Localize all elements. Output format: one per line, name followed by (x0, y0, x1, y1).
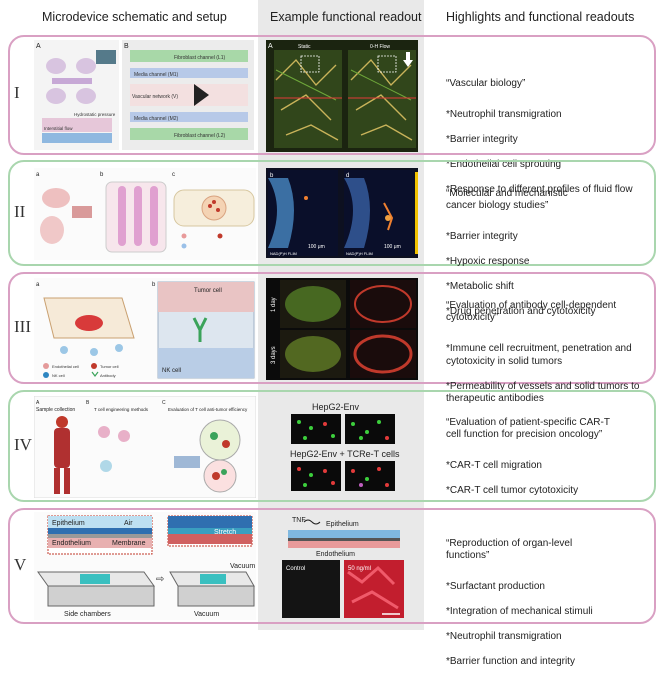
svg-text:Epithelium: Epithelium (326, 521, 359, 528)
svg-text:NK cell: NK cell (162, 368, 181, 374)
readout-lung-inflammation: TNF Epithelium Endothelium Control 50 ng… (282, 517, 404, 618)
header-highlights: Highlights and functional readouts (446, 10, 635, 24)
svg-text:Fibroblast channel (L1): Fibroblast channel (L1) (174, 55, 225, 61)
readout-hepg2-tcre (291, 461, 395, 491)
svg-text:Fibroblast channel (L2): Fibroblast channel (L2) (174, 133, 225, 139)
svg-text:Vacuum: Vacuum (230, 563, 255, 570)
svg-text:Vacuum: Vacuum (194, 611, 219, 618)
svg-text:Tumor cell: Tumor cell (194, 288, 222, 294)
svg-text:d: d (346, 173, 349, 179)
svg-text:Control: Control (286, 566, 305, 572)
row-numeral: V (14, 555, 27, 574)
svg-text:Epithelium: Epithelium (52, 520, 85, 527)
svg-text:Evaluation of T cell anti-tumo: Evaluation of T cell anti-tumor efficien… (168, 407, 248, 412)
svg-text:0-H Flow: 0-H Flow (370, 44, 390, 50)
readout-cytotoxicity-imaging: 1 day 3 days (266, 278, 418, 380)
svg-text:b: b (100, 172, 104, 178)
svg-text:Side chambers: Side chambers (64, 611, 111, 618)
row-numeral: II (14, 202, 26, 221)
panel-letter: A (36, 43, 41, 50)
schematic-lung-on-chip: Epithelium Air Endothelium Membrane Side… (34, 512, 256, 620)
row-numeral: I (14, 83, 20, 102)
svg-text:Endothelium: Endothelium (52, 540, 91, 547)
svg-text:Endothelial cell: Endothelial cell (52, 364, 79, 369)
svg-text:Interstitial flow: Interstitial flow (44, 126, 73, 131)
svg-text:C: C (162, 400, 166, 406)
row-cancer-biology (8, 160, 656, 266)
schematic-vascular-device: A B Fibroblast channel (L1) Media channe… (34, 40, 254, 150)
highlights-vascular: “Vascular biology” *Neutrophil transmigr… (446, 77, 633, 195)
svg-text:NK cell: NK cell (52, 373, 65, 378)
readout-label-hepg2-tcre: HepG2-Env + TCRe-T cells (290, 449, 400, 459)
svg-text:Vascular network (V): Vascular network (V) (132, 94, 178, 100)
header-readout: Example functional readout (270, 10, 422, 24)
svg-text:Hydrostatic pressure: Hydrostatic pressure (74, 112, 116, 117)
svg-text:100 μm: 100 μm (384, 244, 401, 250)
svg-text:T cell engineering methods: T cell engineering methods (94, 407, 149, 412)
svg-text:Sample collection: Sample collection (36, 407, 75, 413)
svg-text:⇨: ⇨ (156, 574, 164, 585)
row-numeral: III (14, 317, 31, 336)
readout-flim-imaging: b d 100 μm 100 μm NAD(P)H FLIM NAD(P)H F… (266, 168, 418, 258)
svg-text:Static: Static (298, 44, 311, 50)
svg-text:NAD(P)H FLIM: NAD(P)H FLIM (270, 251, 297, 256)
svg-text:c: c (172, 172, 175, 178)
svg-text:NAD(P)H FLIM: NAD(P)H FLIM (346, 251, 373, 256)
svg-text:1 day: 1 day (271, 297, 277, 312)
readout-hepg2-env (291, 414, 395, 444)
svg-text:B: B (124, 43, 129, 50)
svg-text:b: b (152, 282, 156, 288)
svg-text:Membrane: Membrane (112, 540, 146, 547)
schematic-car-t: A Sample collection B T cell engineering… (34, 396, 256, 498)
highlights-car-t: “Evaluation of patient-specific CAR-T ce… (446, 416, 610, 497)
svg-text:A: A (36, 400, 40, 406)
svg-text:Antibody: Antibody (100, 373, 116, 378)
row-car-t (8, 390, 656, 502)
readout-label-hepg2: HepG2-Env (312, 402, 360, 412)
svg-text:100 μm: 100 μm (308, 244, 325, 250)
row-vascular (8, 35, 656, 155)
svg-text:Stretch: Stretch (214, 529, 236, 536)
header-schematic: Microdevice schematic and setup (42, 10, 227, 24)
row-numeral: IV (14, 435, 32, 454)
schematic-nk-antibody: a b Tumor cell NK cell Endothelial cell … (34, 278, 256, 380)
svg-text:Media channel (M2): Media channel (M2) (134, 116, 179, 122)
svg-text:a: a (36, 172, 40, 178)
svg-text:B: B (86, 400, 90, 406)
svg-text:a: a (36, 282, 40, 288)
row-organ-level (8, 508, 656, 624)
highlights-cancer-biology: “Molecular and mechanistic cancer biolog… (446, 187, 596, 318)
schematic-tumor-model: a b c (34, 168, 256, 260)
svg-text:b: b (270, 173, 274, 179)
svg-text:Endothelium: Endothelium (316, 551, 355, 558)
svg-text:Media channel (M1): Media channel (M1) (134, 72, 179, 78)
row-antibody-cytotoxicity (8, 272, 656, 384)
highlights-organ-level: “Reproduction of organ-level functions” … (446, 537, 593, 668)
svg-text:50 ng/ml: 50 ng/ml (348, 566, 371, 572)
svg-text:Air: Air (124, 520, 133, 527)
svg-text:3 days: 3 days (271, 346, 277, 364)
svg-text:A: A (268, 43, 273, 50)
readout-vascular-network: A Static 0-H Flow (266, 40, 418, 152)
highlights-antibody-cytotoxicity: “Evaluation of antibody cell-dependent c… (446, 299, 640, 405)
svg-text:TNF: TNF (292, 517, 306, 524)
svg-text:Tumor cell: Tumor cell (100, 364, 119, 369)
